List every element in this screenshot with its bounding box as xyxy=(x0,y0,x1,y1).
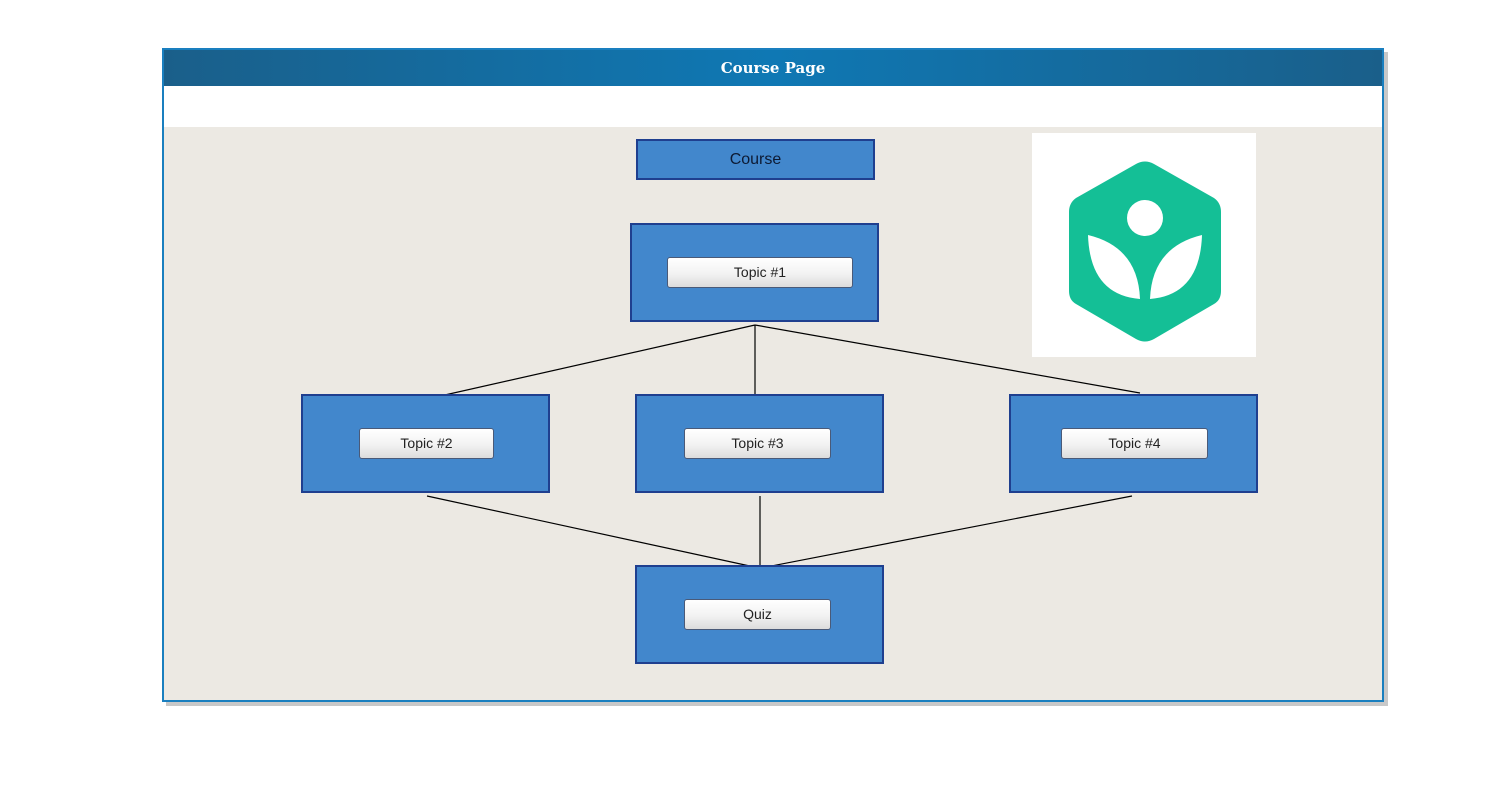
toolbar-strip xyxy=(164,86,1382,127)
topic3-button[interactable]: Topic #3 xyxy=(684,428,831,459)
connector-topic1-topic2 xyxy=(426,324,756,400)
quiz-button[interactable]: Quiz xyxy=(684,599,831,630)
topic4-button[interactable]: Topic #4 xyxy=(1061,428,1208,459)
topic1-node: Topic #1 xyxy=(630,223,879,322)
course-page-window: Course Page Course Topic #1 Topic #2 Top… xyxy=(162,48,1384,702)
connector-topic2-quiz xyxy=(426,495,760,569)
connector-topic4-quiz xyxy=(760,495,1133,569)
course-node[interactable]: Course xyxy=(636,139,875,180)
logo-card xyxy=(1032,133,1256,357)
topic4-node: Topic #4 xyxy=(1009,394,1258,493)
quiz-node: Quiz xyxy=(635,565,884,664)
connector-lines xyxy=(426,324,1141,569)
topic2-button[interactable]: Topic #2 xyxy=(359,428,494,459)
connector-topic1-topic4 xyxy=(754,324,1141,394)
khan-academy-logo-icon xyxy=(1069,161,1221,342)
diagram-canvas: Course Topic #1 Topic #2 Topic #3 Topic … xyxy=(164,127,1382,700)
window-title: Course Page xyxy=(164,50,1382,86)
topic1-button[interactable]: Topic #1 xyxy=(667,257,853,288)
topic2-node: Topic #2 xyxy=(301,394,550,493)
topic3-node: Topic #3 xyxy=(635,394,884,493)
